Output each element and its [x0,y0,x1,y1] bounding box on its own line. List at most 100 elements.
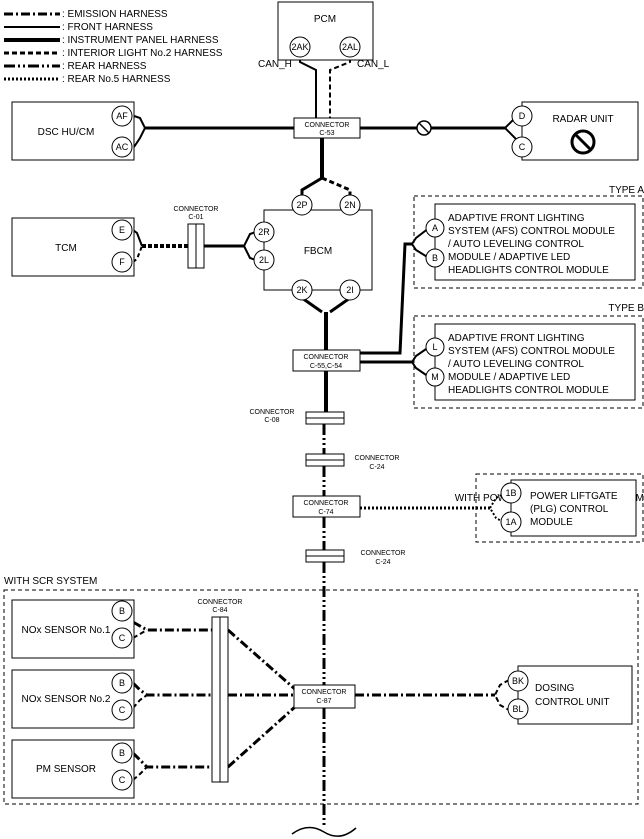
plg-pin-1b: 1B [505,488,516,498]
legend-interior-light: : INTERIOR LIGHT No.2 HARNESS [62,48,223,59]
pm-pin-c: C [119,775,126,785]
tcm-module: TCM E F [11,217,135,277]
c87-title: CONNECTOR [302,689,347,696]
plg-line-1: POWER LIFTGATE [530,491,618,502]
connector-c53: CONNECTOR C-53 [293,117,361,139]
afs-a-line-2: SYSTEM (AFS) CONTROL MODULE [448,226,615,237]
dsc-module: DSC HU/CM AF AC [11,101,135,161]
legend-instrument-panel: : INSTRUMENT PANEL HARNESS [62,35,219,46]
dsc-pin-af: AF [116,111,128,121]
dosing-line-2: CONTROL UNIT [535,697,610,708]
afs-b-pin-l: L [432,342,437,352]
afs-b-line-1: ADAPTIVE FRONT LIGHTING [448,333,585,344]
legend: : EMISSION HARNESS : FRONT HARNESS : INS… [4,9,223,85]
dcu-pin-bk: BK [512,676,524,686]
c53-id: C-53 [319,130,334,137]
scr-group: WITH SCR SYSTEM [3,576,639,805]
nox-sensor-1: NOx SENSOR No.1 B C [11,599,135,659]
tcm-pin-f: F [119,257,125,267]
c53-title: CONNECTOR [305,122,350,129]
radar-label: RADAR UNIT [552,114,613,125]
nox2-pin-b: B [119,678,125,688]
plg-line-2: (PLG) CONTROL [530,504,609,515]
fbcm-pin-2i: 2I [346,285,354,295]
c08-id: C-08 [264,417,279,424]
pm-label: PM SENSOR [36,764,96,775]
pm-pin-b: B [119,748,125,758]
afs-b-line-4: MODULE / ADAPTIVE LED [448,372,570,383]
afs-a-line-3: / AUTO LEVELING CONTROL [448,239,584,250]
nox1-pin-b: B [119,606,125,616]
can-h-label: CAN_H [258,59,292,70]
type-a-label: TYPE A [609,185,644,196]
connector-c24-lower: CONNECTOR C-24 [305,549,405,566]
tcm-label: TCM [55,243,77,254]
nox2-pin-c: C [119,705,126,715]
connector-c01: CONNECTOR C-01 [174,206,219,269]
nox1-pin-c: C [119,633,126,643]
connector-c87: CONNECTOR C-87 [293,684,356,709]
connector-c84: CONNECTOR C-84 [198,599,243,783]
dosing-control-unit: DOSING CONTROL UNIT BK BL [507,665,633,725]
scr-group-label: WITH SCR SYSTEM [4,576,97,587]
afs-a-pin-b: B [432,253,438,263]
c08-title: CONNECTOR [250,409,295,416]
pm-sensor: PM SENSOR B C [11,739,135,799]
c84-title: CONNECTOR [198,599,243,606]
c74-title: CONNECTOR [304,500,349,507]
dcu-pin-bl: BL [512,704,523,714]
afs-a-line-5: HEADLIGHTS CONTROL MODULE [448,265,609,276]
fbcm-module: FBCM 2P 2N 2R 2L 2K 2I [253,194,373,301]
plg-group: WITH POWER LIFTGATE (PLG) SYSTEM POWER L… [455,473,644,543]
dsc-label: DSC HU/CM [38,127,95,138]
afs-a-line-4: MODULE / ADAPTIVE LED [448,252,570,263]
legend-front: : FRONT HARNESS [62,22,153,33]
fbcm-pin-2p: 2P [296,200,307,210]
connector-c08: CONNECTOR C-08 [250,409,345,425]
type-b-label: TYPE B [608,303,644,314]
nox-sensor-2: NOx SENSOR No.2 B C [11,669,135,729]
connector-c24-upper: CONNECTOR C-24 [305,453,400,471]
no-connection-icon [416,120,432,136]
fbcm-pin-2l: 2L [259,255,269,265]
fbcm-pin-2r: 2R [258,227,270,237]
c87-id: C-87 [316,698,331,705]
radar-module: RADAR UNIT D C [511,101,639,161]
fbcm-label: FBCM [304,246,332,257]
c24b-id: C-24 [375,559,390,566]
pcm-pin-2al: 2AL [342,42,358,52]
legend-rear: : REAR HARNESS [62,61,147,72]
afs-b-line-5: HEADLIGHTS CONTROL MODULE [448,385,609,396]
c01-title: CONNECTOR [174,206,219,213]
can-l-label: CAN_L [357,59,390,70]
pcm-label: PCM [314,14,336,25]
c55-title: CONNECTOR [304,354,349,361]
c24a-id: C-24 [369,464,384,471]
connector-c55: CONNECTOR C-55,C-54 [292,349,361,372]
c01-id: C-01 [188,214,203,221]
pcm-pin-2ak: 2AK [291,42,308,52]
plg-line-3: MODULE [530,517,573,528]
legend-rear-no5: : REAR No.5 HARNESS [62,74,171,85]
c55-id: C-55,C-54 [310,363,342,370]
type-a-group: TYPE A ADAPTIVE FRONT LIGHTING SYSTEM (A… [413,185,644,289]
fbcm-pin-2n: 2N [344,200,356,210]
afs-a-line-1: ADAPTIVE FRONT LIGHTING [448,213,585,224]
c74-id: C-74 [318,509,333,516]
pcm-module: PCM 2AK 2AL [277,1,374,61]
tcm-pin-e: E [119,225,125,235]
legend-emission: : EMISSION HARNESS [62,9,168,20]
afs-a-pin-a: A [432,223,438,233]
dosing-line-1: DOSING [535,683,575,694]
afs-b-line-3: / AUTO LEVELING CONTROL [448,359,584,370]
radar-pin-c: C [519,142,526,152]
plg-pin-1a: 1A [505,517,516,527]
c24a-title: CONNECTOR [355,455,400,462]
dsc-pin-ac: AC [116,142,129,152]
fbcm-pin-2k: 2K [296,285,307,295]
wires [131,58,522,837]
connector-c74: CONNECTOR C-74 [292,495,361,518]
type-b-group: TYPE B ADAPTIVE FRONT LIGHTING SYSTEM (A… [413,303,644,409]
radar-pin-d: D [519,111,526,121]
